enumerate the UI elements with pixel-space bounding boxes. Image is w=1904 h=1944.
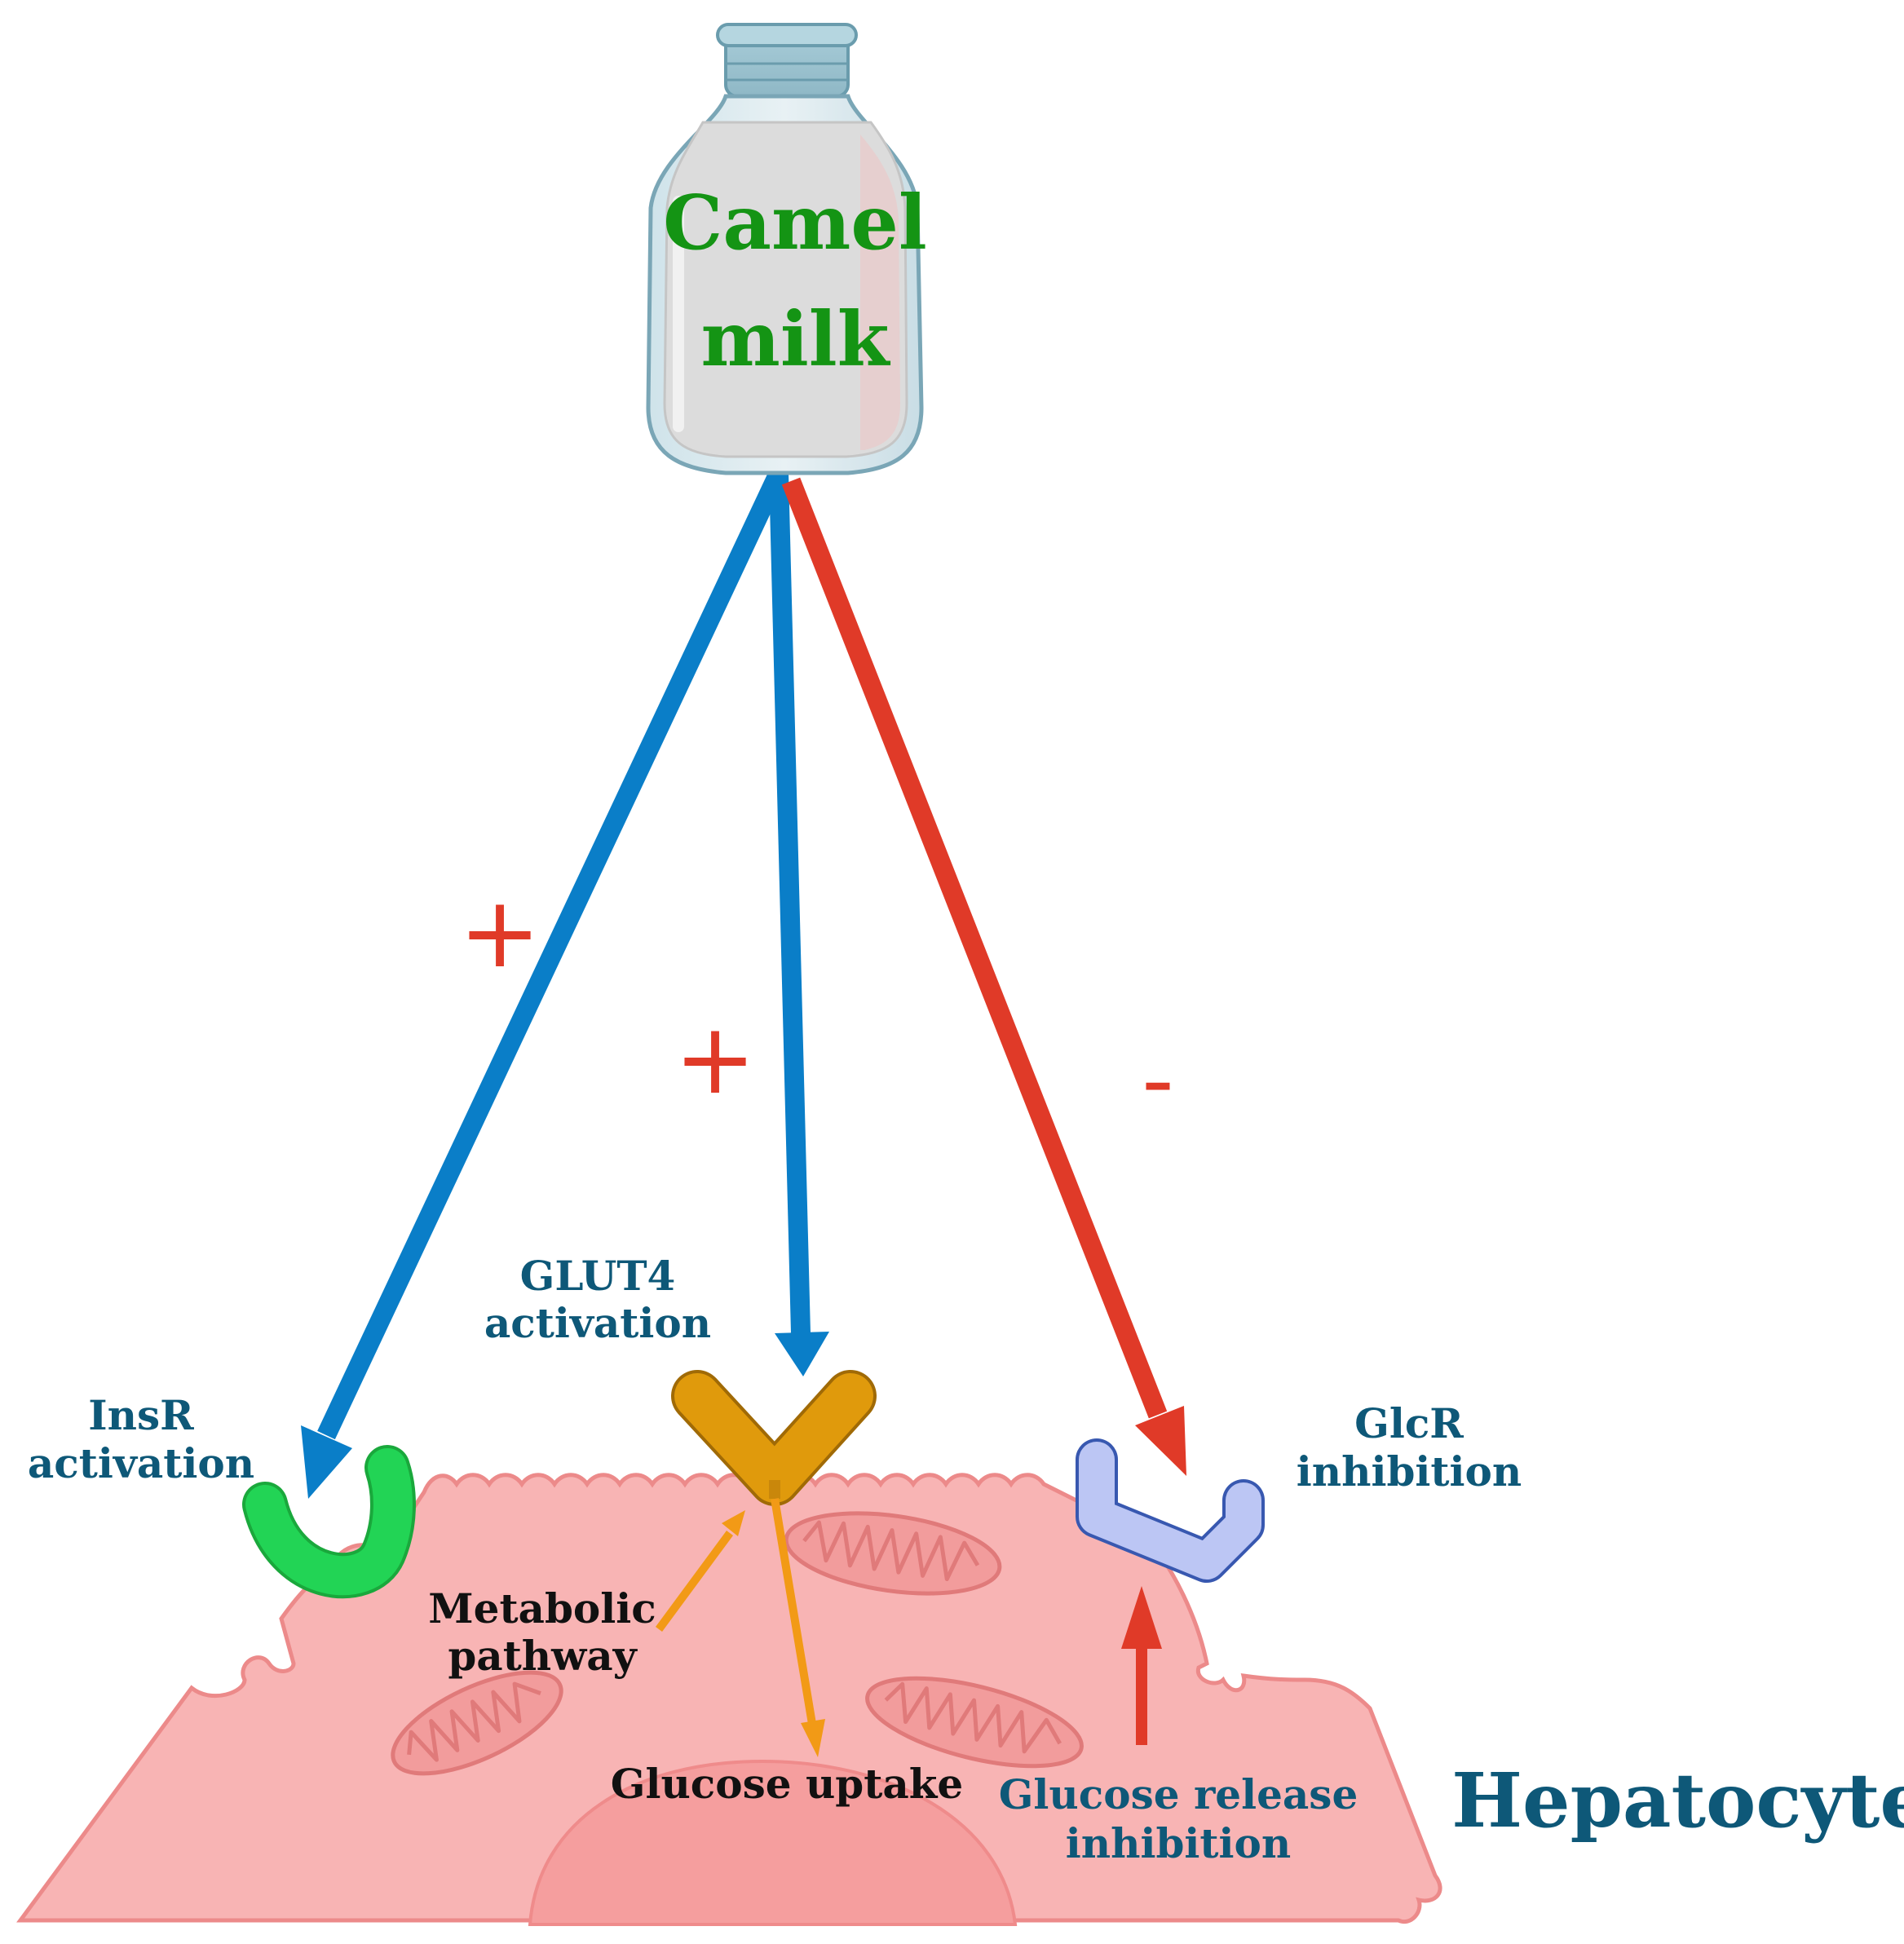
- mitochondrion-top: [784, 1511, 1002, 1596]
- glut4-label-line1: GLUT4: [520, 1252, 676, 1300]
- mitochondrion-left: [391, 1670, 563, 1776]
- insr-plus-sign: +: [459, 877, 541, 990]
- glut4-label-line2: activation: [484, 1299, 711, 1347]
- glut4-plus-sign: +: [674, 1003, 757, 1116]
- insr-label-line2: activation: [28, 1439, 254, 1487]
- glucose-uptake-arrow: [771, 1498, 825, 1757]
- nucleus: [528, 1759, 1018, 1926]
- glcr-label-line2: inhibition: [1297, 1447, 1522, 1496]
- glut4-activation-arrow: [769, 472, 829, 1376]
- metabolic-pathway-label-line1: Metabolic: [428, 1584, 656, 1633]
- camel-milk-bottle: Camel milk: [646, 23, 927, 475]
- insr-label-line1: InsR: [88, 1391, 194, 1439]
- milk: [663, 121, 908, 458]
- bottle-label-line2: milk: [701, 295, 891, 383]
- glcr-receptor-inner: [1079, 1442, 1261, 1580]
- glucose-uptake-label: Glucose uptake: [611, 1760, 963, 1808]
- glucose-release-label-line2: inhibition: [1066, 1819, 1291, 1867]
- glucose-release-label-line1: Glucose release: [999, 1770, 1358, 1818]
- insr-receptor-inner: [245, 1448, 413, 1596]
- glcr-inhibition-arrow: [781, 477, 1186, 1476]
- bottle-label-line1: Camel: [663, 179, 927, 267]
- glut4-receptor-inner: [674, 1373, 873, 1503]
- glcr-label-line1: GlcR: [1354, 1399, 1464, 1447]
- glcr-minus-sign: -: [1142, 1027, 1174, 1132]
- insr-activation-arrow: [301, 468, 788, 1499]
- metabolic-pathway-arrow: [655, 1510, 745, 1632]
- hepatocyte-label: Hepatocyte: [1451, 1756, 1904, 1845]
- mitochondrion-right: [865, 1676, 1084, 1769]
- glucose-release-inhibition-arrow: [1121, 1586, 1162, 1745]
- metabolic-pathway-label-line2: pathway: [448, 1632, 638, 1680]
